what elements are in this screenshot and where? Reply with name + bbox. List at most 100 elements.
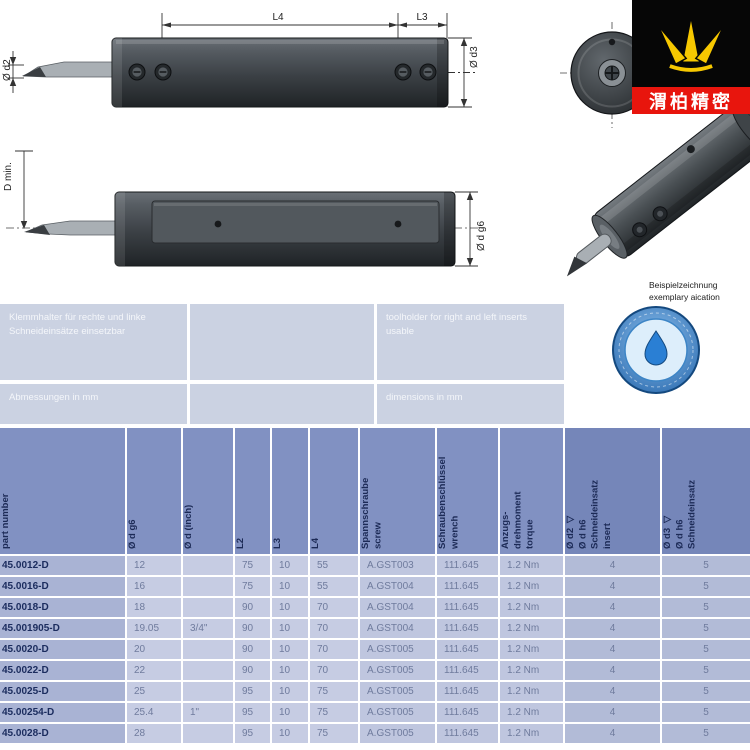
side-view-bottom-drawing: D min. Ø d g6 [3, 150, 487, 267]
dim-label-dg6: Ø d g6 [476, 221, 487, 251]
cell-wrench: 111.645 [437, 703, 500, 724]
cell-torque: 1.2 Nm [500, 703, 565, 724]
cell-dg6: 19.05 [127, 619, 183, 640]
column-header-dinch: Ø d (inch) [183, 428, 235, 556]
screw-hole [214, 220, 222, 228]
cell-d2insert: 4 [565, 724, 662, 745]
cell-torque: 1.2 Nm [500, 619, 565, 640]
cell-dinch [183, 556, 235, 577]
tool-insert-tip [22, 67, 46, 77]
note-line-en: exemplary aication [649, 291, 720, 302]
cell-part: 45.0022-D [0, 661, 127, 682]
cell-wrench: 111.645 [437, 556, 500, 577]
cell-d2insert: 4 [565, 640, 662, 661]
cell-L4: 70 [310, 640, 360, 661]
cell-dinch [183, 682, 235, 703]
cell-torque: 1.2 Nm [500, 682, 565, 703]
cell-d2insert: 4 [565, 682, 662, 703]
cell-torque: 1.2 Nm [500, 556, 565, 577]
dim-label-Dmin: D min. [3, 162, 14, 191]
cell-L2: 75 [235, 556, 272, 577]
brand-logo: 渭柏精密 [632, 0, 750, 114]
info-text-german: Klemmhalter für rechte und linke Schneid… [0, 304, 187, 380]
cell-L3: 10 [272, 556, 310, 577]
cell-d3insert: 5 [662, 703, 750, 724]
dim-label-d3: Ø d3 [469, 46, 480, 68]
cell-dinch [183, 598, 235, 619]
cell-d3insert: 5 [662, 577, 750, 598]
cell-dg6: 20 [127, 640, 183, 661]
cell-dg6: 25.4 [127, 703, 183, 724]
cell-dinch: 1" [183, 703, 235, 724]
cell-part: 45.0012-D [0, 556, 127, 577]
cell-d3insert: 5 [662, 556, 750, 577]
cell-L3: 10 [272, 682, 310, 703]
column-header-dg6: Ø d g6 [127, 428, 183, 556]
side-view-top-drawing: L4 L3 Ø d2 Ø d3 [2, 12, 480, 108]
cell-d2insert: 4 [565, 661, 662, 682]
cell-d2insert: 4 [565, 598, 662, 619]
cell-screw: A.GST004 [360, 598, 437, 619]
cell-L4: 75 [310, 703, 360, 724]
cell-wrench: 111.645 [437, 640, 500, 661]
cell-dinch [183, 640, 235, 661]
cell-torque: 1.2 Nm [500, 724, 565, 745]
cell-wrench: 111.645 [437, 661, 500, 682]
cell-L4: 75 [310, 724, 360, 745]
info-text-english: toolholder for right and left inserts us… [377, 304, 564, 380]
cell-dg6: 12 [127, 556, 183, 577]
cell-L4: 75 [310, 682, 360, 703]
cell-d3insert: 5 [662, 640, 750, 661]
cell-dg6: 28 [127, 724, 183, 745]
cell-L4: 55 [310, 556, 360, 577]
cell-d3insert: 5 [662, 682, 750, 703]
cell-dinch: 3/4" [183, 619, 235, 640]
screw-hole [394, 220, 402, 228]
cell-part: 45.0028-D [0, 724, 127, 745]
dim-label-L3: L3 [416, 12, 428, 23]
cell-L3: 10 [272, 703, 310, 724]
cell-part: 45.0020-D [0, 640, 127, 661]
dimension-arrows [9, 22, 468, 107]
cell-part: 45.00254-D [0, 703, 127, 724]
cell-wrench: 111.645 [437, 724, 500, 745]
cell-part: 45.0025-D [0, 682, 127, 703]
cell-wrench: 111.645 [437, 619, 500, 640]
tool-insert-tip [24, 225, 50, 235]
cell-L4: 55 [310, 577, 360, 598]
note-line-de: Beispielzeichnung [649, 280, 718, 290]
cell-L4: 70 [310, 661, 360, 682]
cell-dinch [183, 724, 235, 745]
cell-screw: A.GST003 [360, 556, 437, 577]
cell-screw: A.GST005 [360, 661, 437, 682]
info-cell-empty [190, 384, 374, 424]
cell-screw: A.GST005 [360, 703, 437, 724]
tool-insert-tip-3d [566, 256, 588, 277]
dimension-lines [15, 150, 478, 267]
column-header-L2: L2 [235, 428, 272, 556]
cell-L2: 75 [235, 577, 272, 598]
cell-dinch [183, 661, 235, 682]
logo-emblem-icon [632, 0, 750, 87]
cell-torque: 1.2 Nm [500, 640, 565, 661]
cell-screw: A.GST004 [360, 619, 437, 640]
clamp-screws [128, 63, 437, 81]
cell-L2: 90 [235, 661, 272, 682]
cell-L2: 90 [235, 640, 272, 661]
cell-dg6: 25 [127, 682, 183, 703]
water-drop-icon [644, 330, 668, 366]
cell-torque: 1.2 Nm [500, 661, 565, 682]
